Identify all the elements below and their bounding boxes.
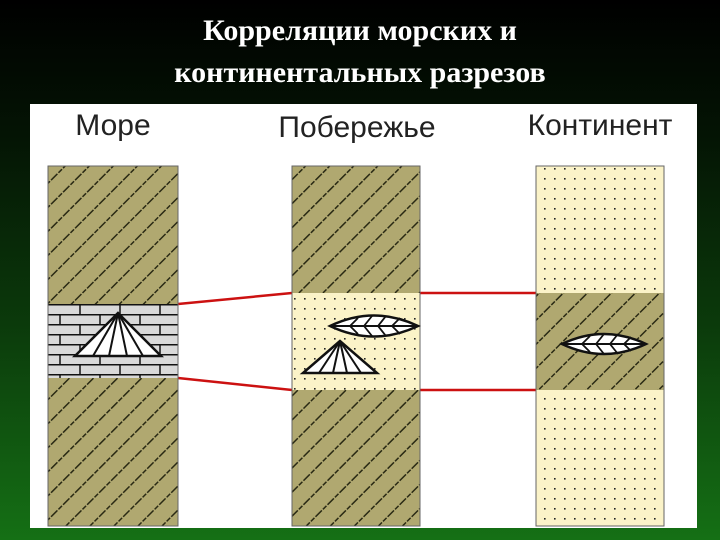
coast-sand-layer (292, 293, 420, 390)
column-coast (291, 165, 421, 527)
column-label-sea: Море (75, 109, 150, 142)
sea-upper-layer (48, 166, 178, 304)
sea-column-border (47, 165, 179, 527)
correlation-figure: Море Побережье Континент (30, 104, 697, 528)
correlation-lines (177, 291, 536, 392)
column-sea (47, 165, 179, 527)
sea-lower-layer (48, 378, 178, 526)
shell-fossil-icon (299, 339, 381, 375)
column-continent (535, 165, 665, 527)
continent-lower-layer (536, 390, 664, 526)
coast-lower-layer (292, 390, 420, 526)
title-line-2: континентальных разрезов (174, 56, 546, 89)
leaf-fossil-icon (559, 332, 649, 356)
correlation-line-upper-left (177, 291, 293, 306)
title-line-1: Корреляции морских и (203, 14, 517, 47)
correlation-line-lower-left (177, 376, 293, 392)
coast-upper-layer (292, 166, 420, 293)
correlation-diagram-svg: Море Побережье Континент (47, 109, 673, 527)
coast-column-border (291, 165, 421, 527)
column-label-coast: Побережье (278, 111, 435, 144)
leaf-fossil-icon (327, 314, 421, 338)
shell-fossil-icon (71, 311, 165, 358)
continent-column-border (535, 165, 665, 527)
slide-title: Корреляции морских и континентальных раз… (0, 10, 720, 94)
column-label-continent: Континент (528, 109, 673, 142)
continent-upper-layer (536, 166, 664, 293)
